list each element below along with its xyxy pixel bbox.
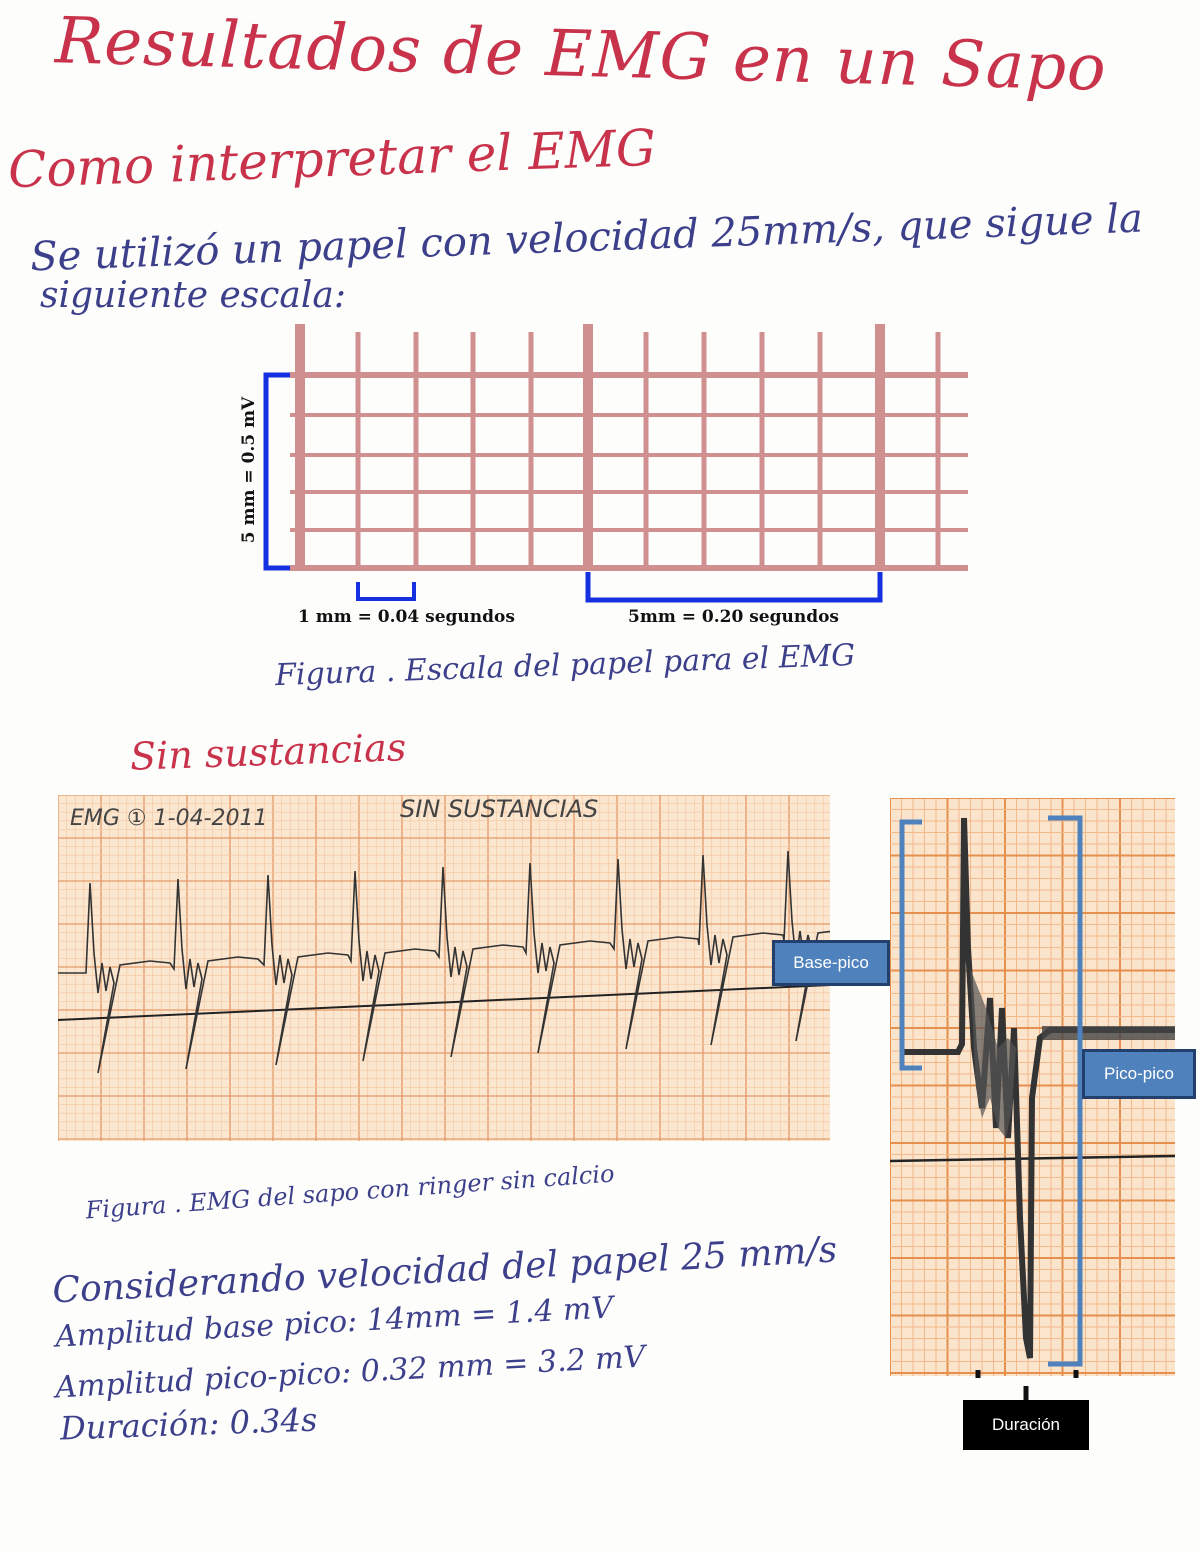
pico-pico-callout: Pico-pico bbox=[1082, 1049, 1196, 1099]
duracion-connector bbox=[1023, 1386, 1029, 1402]
small-division-label: 1 mm = 0.04 segundos bbox=[298, 607, 515, 627]
emg-strip: EMG ① 1-04-2011 SIN SUSTANCIAS bbox=[58, 795, 830, 1141]
duracion-label: Duración bbox=[991, 1415, 1061, 1434]
base-pico-callout: Base-pico bbox=[772, 940, 890, 986]
paper-scale-figure: 5 mm = 0.5 mV 1 mm = 0.04 segundos 5mm =… bbox=[239, 324, 968, 627]
section-title: Sin sustancias bbox=[129, 725, 407, 779]
emg-trace bbox=[58, 850, 830, 1074]
emg-header-left: EMG ① 1-04-2011 bbox=[70, 806, 268, 831]
base-pico-bracket bbox=[899, 819, 922, 1071]
zoom-trace-band bbox=[1042, 1026, 1175, 1040]
large-division-bracket bbox=[585, 572, 883, 603]
pico-pico-bracket bbox=[1048, 815, 1083, 1367]
vertical-bracket bbox=[263, 372, 290, 571]
scale-figure-caption: Figura . Escala del papel para el EMG bbox=[274, 637, 856, 694]
duracion-callout: Duración bbox=[963, 1400, 1089, 1450]
emg-baseline bbox=[58, 984, 830, 1021]
emg-figure-caption: Figura . EMG del sapo con ringer sin cal… bbox=[84, 1159, 616, 1225]
results-line-4: Duración: 0.34s bbox=[59, 1400, 318, 1448]
zoom-trace-fill bbox=[970, 968, 1016, 1138]
emg-header-right: SIN SUSTANCIAS bbox=[400, 795, 598, 823]
base-pico-label: Base-pico bbox=[793, 953, 869, 972]
page-subtitle: Como interpretar el EMG bbox=[7, 118, 657, 200]
vertical-scale-label: 5 mm = 0.5 mV bbox=[239, 396, 259, 543]
scale-grid bbox=[290, 324, 968, 571]
intro-line-2: siguiente escala: bbox=[40, 275, 346, 316]
intro-line-1: Se utilizó un papel con velocidad 25mm/s… bbox=[29, 195, 1144, 281]
page-title: Resultados de EMG en un Sapo bbox=[54, 4, 1108, 106]
pico-pico-label: Pico-pico bbox=[1104, 1064, 1174, 1083]
large-division-label: 5mm = 0.20 segundos bbox=[628, 607, 839, 627]
small-division-bracket bbox=[356, 582, 416, 601]
